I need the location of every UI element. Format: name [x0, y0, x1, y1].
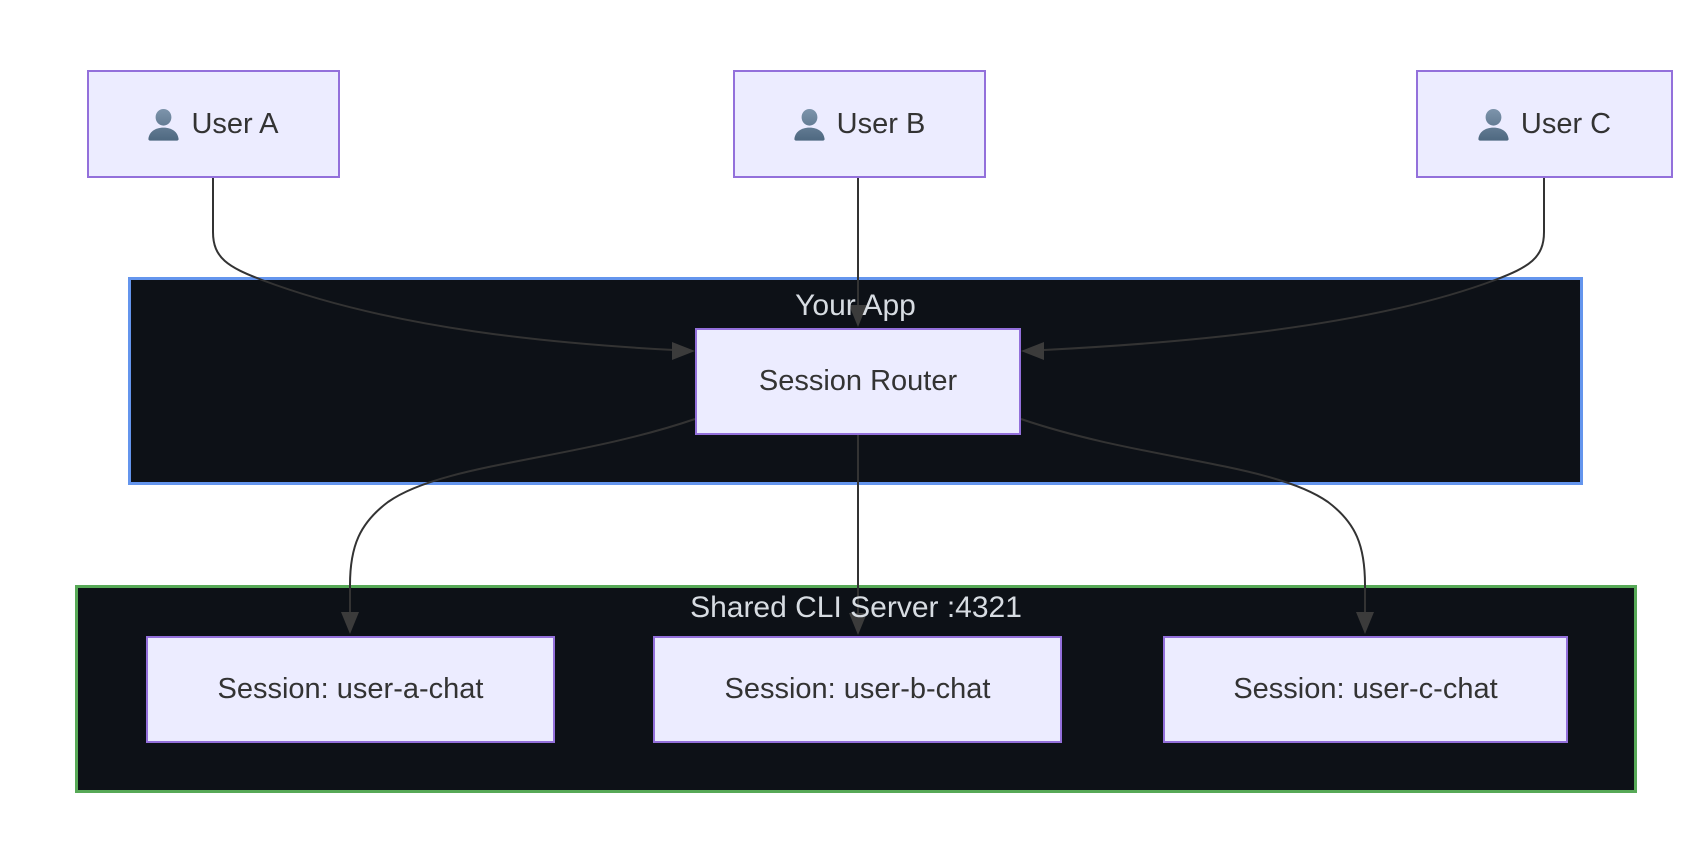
node-label: Session: user-b-chat [724, 673, 991, 705]
node-session-router: Session Router [695, 328, 1021, 435]
node-session-user-b-chat: Session: user-b-chat [653, 636, 1062, 743]
node-label: Session: user-a-chat [217, 673, 484, 705]
node-label: User B [836, 107, 926, 140]
node-label: User C [1520, 107, 1612, 140]
user-silhouette-icon [1478, 108, 1509, 141]
shared-cli-server-title: Shared CLI Server :4321 [690, 591, 1022, 624]
node-label: Session Router [758, 365, 958, 397]
your-app-title: Your App [795, 289, 916, 322]
node-user-b: User B [733, 70, 986, 178]
node-session-user-c-chat: Session: user-c-chat [1163, 636, 1568, 743]
node-label: User A [191, 107, 279, 140]
node-session-user-a-chat: Session: user-a-chat [146, 636, 555, 743]
node-user-a: User A [87, 70, 340, 178]
user-silhouette-icon [148, 108, 180, 141]
node-user-c: User C [1416, 70, 1673, 178]
user-silhouette-icon [794, 108, 825, 141]
node-label: Session: user-c-chat [1233, 673, 1498, 705]
